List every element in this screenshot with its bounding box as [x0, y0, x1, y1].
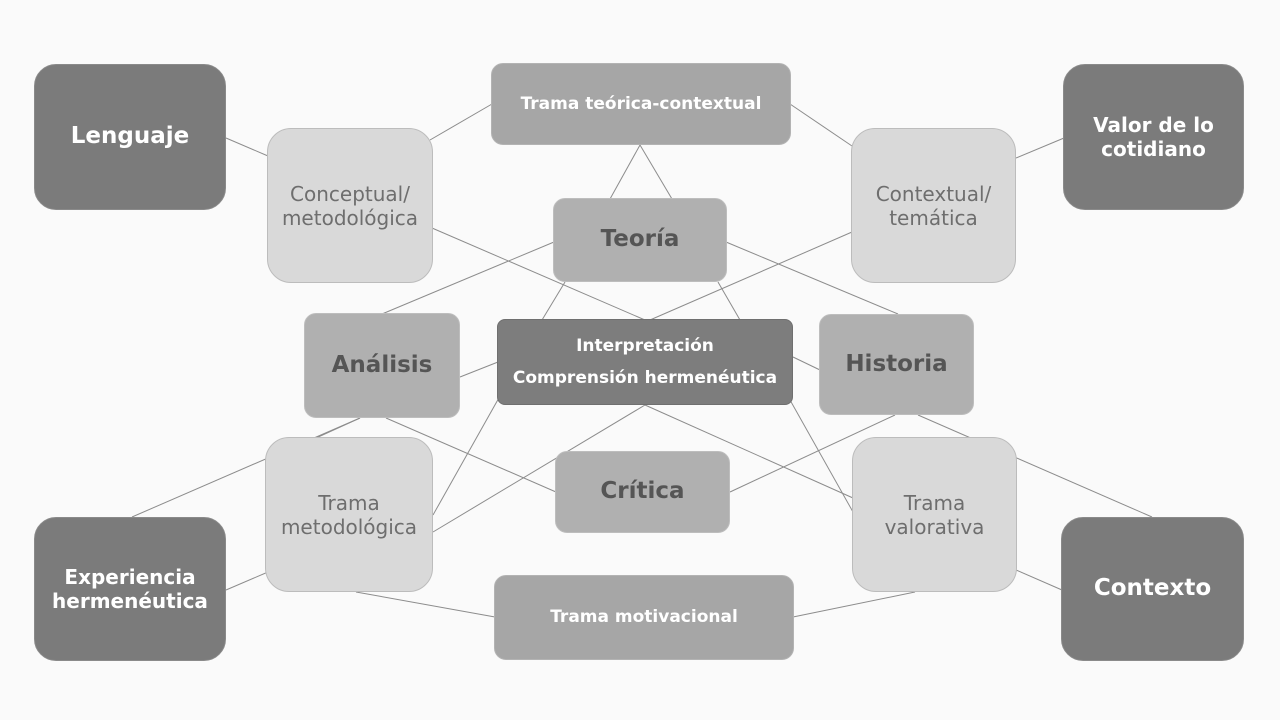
- node-trama-motivacional: Trama motivacional: [494, 575, 794, 660]
- node-lenguaje: Lenguaje: [34, 64, 226, 210]
- link-trama-metodologica-motivacional: [355, 591, 496, 618]
- link-trama-teorica-teoria-left: [609, 144, 641, 200]
- link-analisis-critica: [385, 417, 557, 493]
- link-trama-valorativa-contexto: [1015, 569, 1063, 591]
- node-trama-teorica-label: Trama teórica-contextual: [520, 93, 762, 114]
- node-critica: Crítica: [555, 451, 730, 533]
- node-experiencia-hermeneutica: Experiencia hermenéutica: [34, 517, 226, 661]
- link-analisis-interpretacion: [459, 361, 499, 378]
- link-trama-teorica-contextual: [789, 103, 853, 147]
- node-trama-metodologica: Trama metodológica: [265, 437, 433, 592]
- link-critica-historia: [729, 414, 896, 493]
- link-experiencia-analisis: [131, 417, 361, 518]
- link-experiencia-trama-metodologica: [225, 571, 269, 591]
- link-teoria-historia: [725, 241, 899, 315]
- link-conceptual-trama-teorica: [429, 103, 493, 141]
- node-historia-label: Historia: [845, 350, 948, 377]
- link-teoria-interpretacion-left: [541, 281, 566, 321]
- node-experiencia-line2: hermenéutica: [52, 589, 208, 613]
- node-interpretacion-line1: Interpretación: [576, 335, 714, 356]
- node-valor-line1: Valor de lo: [1093, 113, 1214, 137]
- node-conceptual-line1: Conceptual/: [290, 181, 410, 206]
- node-analisis: Análisis: [304, 313, 460, 418]
- node-trama-metodologica-line1: Trama: [318, 490, 380, 515]
- node-teoria: Teoría: [553, 198, 727, 282]
- link-contextual-valor: [1015, 137, 1065, 159]
- link-trama-metodologica-interpretacion-b: [432, 404, 646, 533]
- node-experiencia-line1: Experiencia: [64, 565, 196, 589]
- node-conceptual-line2: metodológica: [281, 205, 419, 230]
- node-contextual-line2: temática: [889, 205, 978, 230]
- link-interpretacion-trama-valorativa-a: [644, 404, 854, 499]
- node-trama-motivacional-label: Trama motivacional: [550, 607, 738, 628]
- link-historia-contexto: [917, 414, 1153, 518]
- node-trama-valorativa-line1: Trama: [903, 490, 966, 515]
- node-teoria-label: Teoría: [600, 226, 680, 253]
- node-contexto: Contexto: [1061, 517, 1244, 661]
- node-conceptual-metodologica: Conceptual/ metodológica: [267, 128, 433, 283]
- link-analisis-teoria: [381, 241, 555, 315]
- node-contexto-label: Contexto: [1093, 575, 1212, 602]
- link-interpretacion-historia: [792, 356, 821, 371]
- link-motivacional-trama-valorativa: [792, 591, 916, 618]
- node-critica-label: Crítica: [600, 478, 685, 505]
- link-lenguaje-conceptual: [225, 137, 269, 157]
- node-valor-cotidiano: Valor de lo cotidiano: [1063, 64, 1244, 210]
- link-trama-metodologica-interpretacion-a: [432, 395, 501, 516]
- node-trama-valorativa: Trama valorativa: [852, 437, 1017, 592]
- node-trama-metodologica-line2: metodológica: [280, 514, 418, 539]
- link-interpretacion-trama-valorativa-b: [789, 399, 854, 513]
- link-trama-teorica-teoria-right: [639, 144, 673, 200]
- node-trama-teorica-contextual: Trama teórica-contextual: [491, 63, 791, 145]
- node-historia: Historia: [819, 314, 974, 415]
- node-contextual-line1: Contextual/: [875, 181, 992, 206]
- node-valor-line2: cotidiano: [1101, 137, 1206, 161]
- node-interpretacion: Interpretación Comprensión hermenéutica: [497, 319, 793, 405]
- node-interpretacion-line2: Comprensión hermenéutica: [512, 368, 778, 388]
- node-analisis-label: Análisis: [331, 351, 433, 378]
- link-contextual-interpretacion: [649, 231, 853, 321]
- link-conceptual-interpretacion: [431, 227, 646, 321]
- link-teoria-interpretacion-right: [717, 281, 741, 321]
- node-trama-valorativa-line2: valorativa: [884, 514, 985, 539]
- node-lenguaje-label: Lenguaje: [70, 123, 190, 150]
- node-contextual-tematica: Contextual/ temática: [851, 128, 1016, 283]
